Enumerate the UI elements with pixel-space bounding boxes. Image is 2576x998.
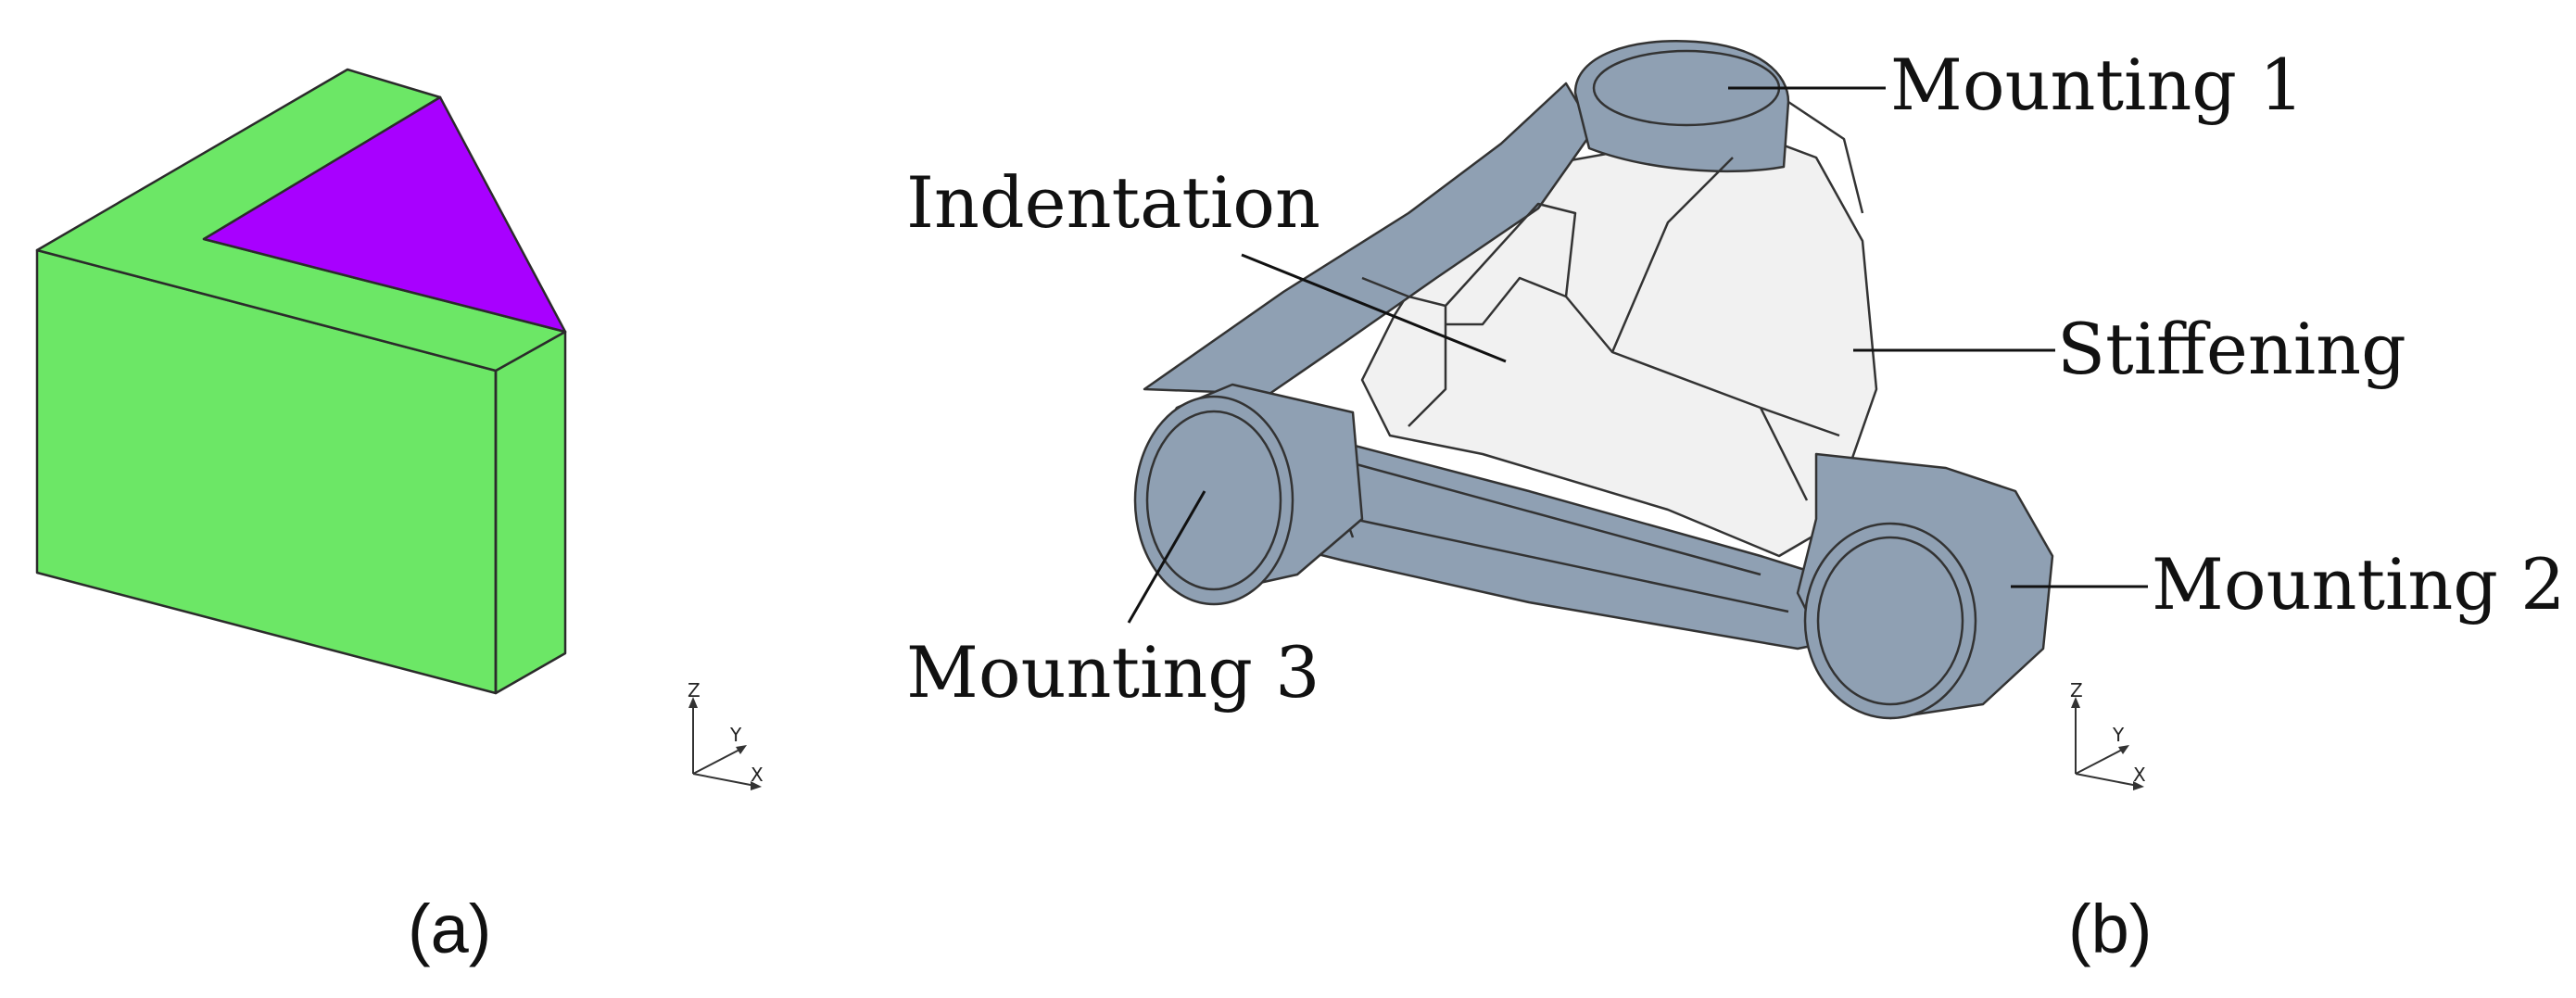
cut-face [202, 95, 567, 334]
axis-x-label: X [751, 764, 764, 786]
mounting-3-face [1133, 395, 1294, 606]
axis-y-label-b: Y [2112, 724, 2125, 746]
axis-x-label-b: X [2133, 764, 2146, 786]
block-model [35, 68, 567, 695]
axis-z-label-b: Z [2070, 679, 2083, 701]
label-mounting-3: Mounting 3 [906, 631, 1320, 714]
panel-a: Z Y X (a) [35, 68, 764, 967]
label-mounting-2: Mounting 2 [2152, 543, 2565, 625]
axis-y-label: Y [729, 724, 742, 746]
label-stiffening: Stiffening [2057, 308, 2406, 390]
axis-triad-b [2071, 697, 2144, 790]
mounting-3-bore [1145, 410, 1282, 591]
caption-a: (a) [408, 891, 491, 967]
mounting-2-face [1803, 522, 1977, 720]
bracket-part [1133, 40, 2054, 720]
caption-b: (b) [2068, 891, 2152, 967]
axis-triad-a [688, 697, 762, 790]
leader-lines [1127, 86, 2148, 624]
label-indentation: Indentation [906, 161, 1320, 244]
axis-z-label: Z [688, 679, 701, 701]
block-side-face [494, 330, 567, 695]
label-mounting-1: Mounting 1 [1890, 44, 2304, 126]
panel-b: Mounting 1 Indentation Stiffening Mounti… [906, 40, 2565, 967]
leader-mounting-3 [1127, 490, 1206, 624]
mounting-2-bore [1816, 536, 1964, 706]
indentation-walls [1361, 157, 1840, 501]
leader-indentation [1241, 253, 1507, 363]
